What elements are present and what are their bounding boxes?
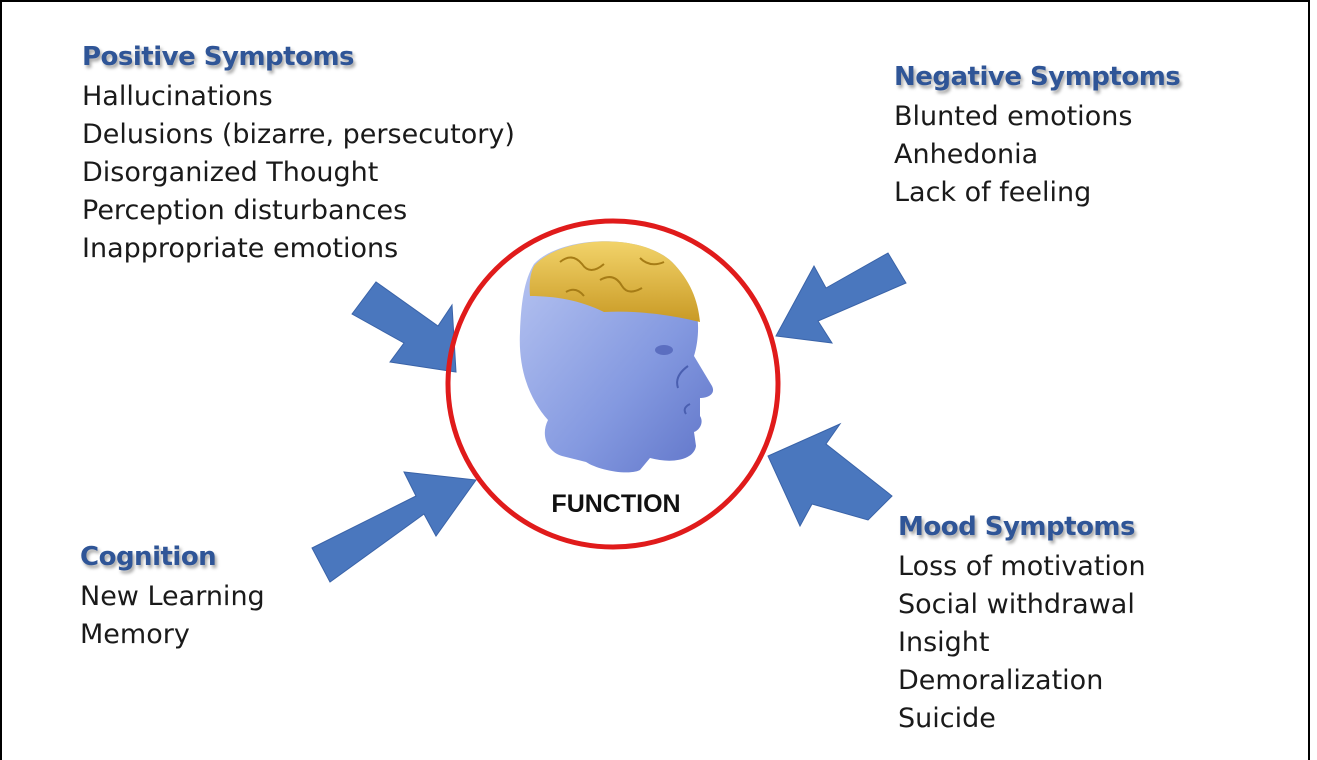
list-item: Insight bbox=[898, 624, 1146, 662]
list-item: Loss of motivation bbox=[898, 548, 1146, 586]
arrow-negative bbox=[776, 253, 906, 343]
cognition-group: Cognition New Learning Memory bbox=[80, 540, 265, 654]
list-item: Perception disturbances bbox=[82, 192, 515, 230]
list-item: Delusions (bizarre, persecutory) bbox=[82, 116, 515, 154]
list-item: Inappropriate emotions bbox=[82, 230, 515, 268]
list-item: Hallucinations bbox=[82, 78, 515, 116]
negative-symptoms-group: Negative Symptoms Blunted emotions Anhed… bbox=[894, 60, 1180, 212]
list-item: Memory bbox=[80, 616, 265, 654]
positive-symptoms-group: Positive Symptoms Hallucinations Delusio… bbox=[82, 40, 515, 268]
mood-symptoms-heading: Mood Symptoms bbox=[898, 510, 1146, 544]
list-item: New Learning bbox=[80, 578, 265, 616]
cognition-heading: Cognition bbox=[80, 540, 265, 574]
list-item: Demoralization bbox=[898, 662, 1146, 700]
mood-symptoms-group: Mood Symptoms Loss of motivation Social … bbox=[898, 510, 1146, 738]
list-item: Blunted emotions bbox=[894, 98, 1180, 136]
center-label: FUNCTION bbox=[536, 490, 696, 519]
arrow-cognition bbox=[312, 472, 476, 582]
list-item: Social withdrawal bbox=[898, 586, 1146, 624]
list-item: Anhedonia bbox=[894, 136, 1180, 174]
list-item: Disorganized Thought bbox=[82, 154, 515, 192]
list-item: Lack of feeling bbox=[894, 174, 1180, 212]
arrow-positive bbox=[352, 282, 456, 372]
list-item: Suicide bbox=[898, 700, 1146, 738]
positive-symptoms-heading: Positive Symptoms bbox=[82, 40, 515, 74]
negative-symptoms-heading: Negative Symptoms bbox=[894, 60, 1180, 94]
arrow-mood bbox=[768, 424, 892, 526]
head-puzzle-icon bbox=[520, 241, 713, 472]
